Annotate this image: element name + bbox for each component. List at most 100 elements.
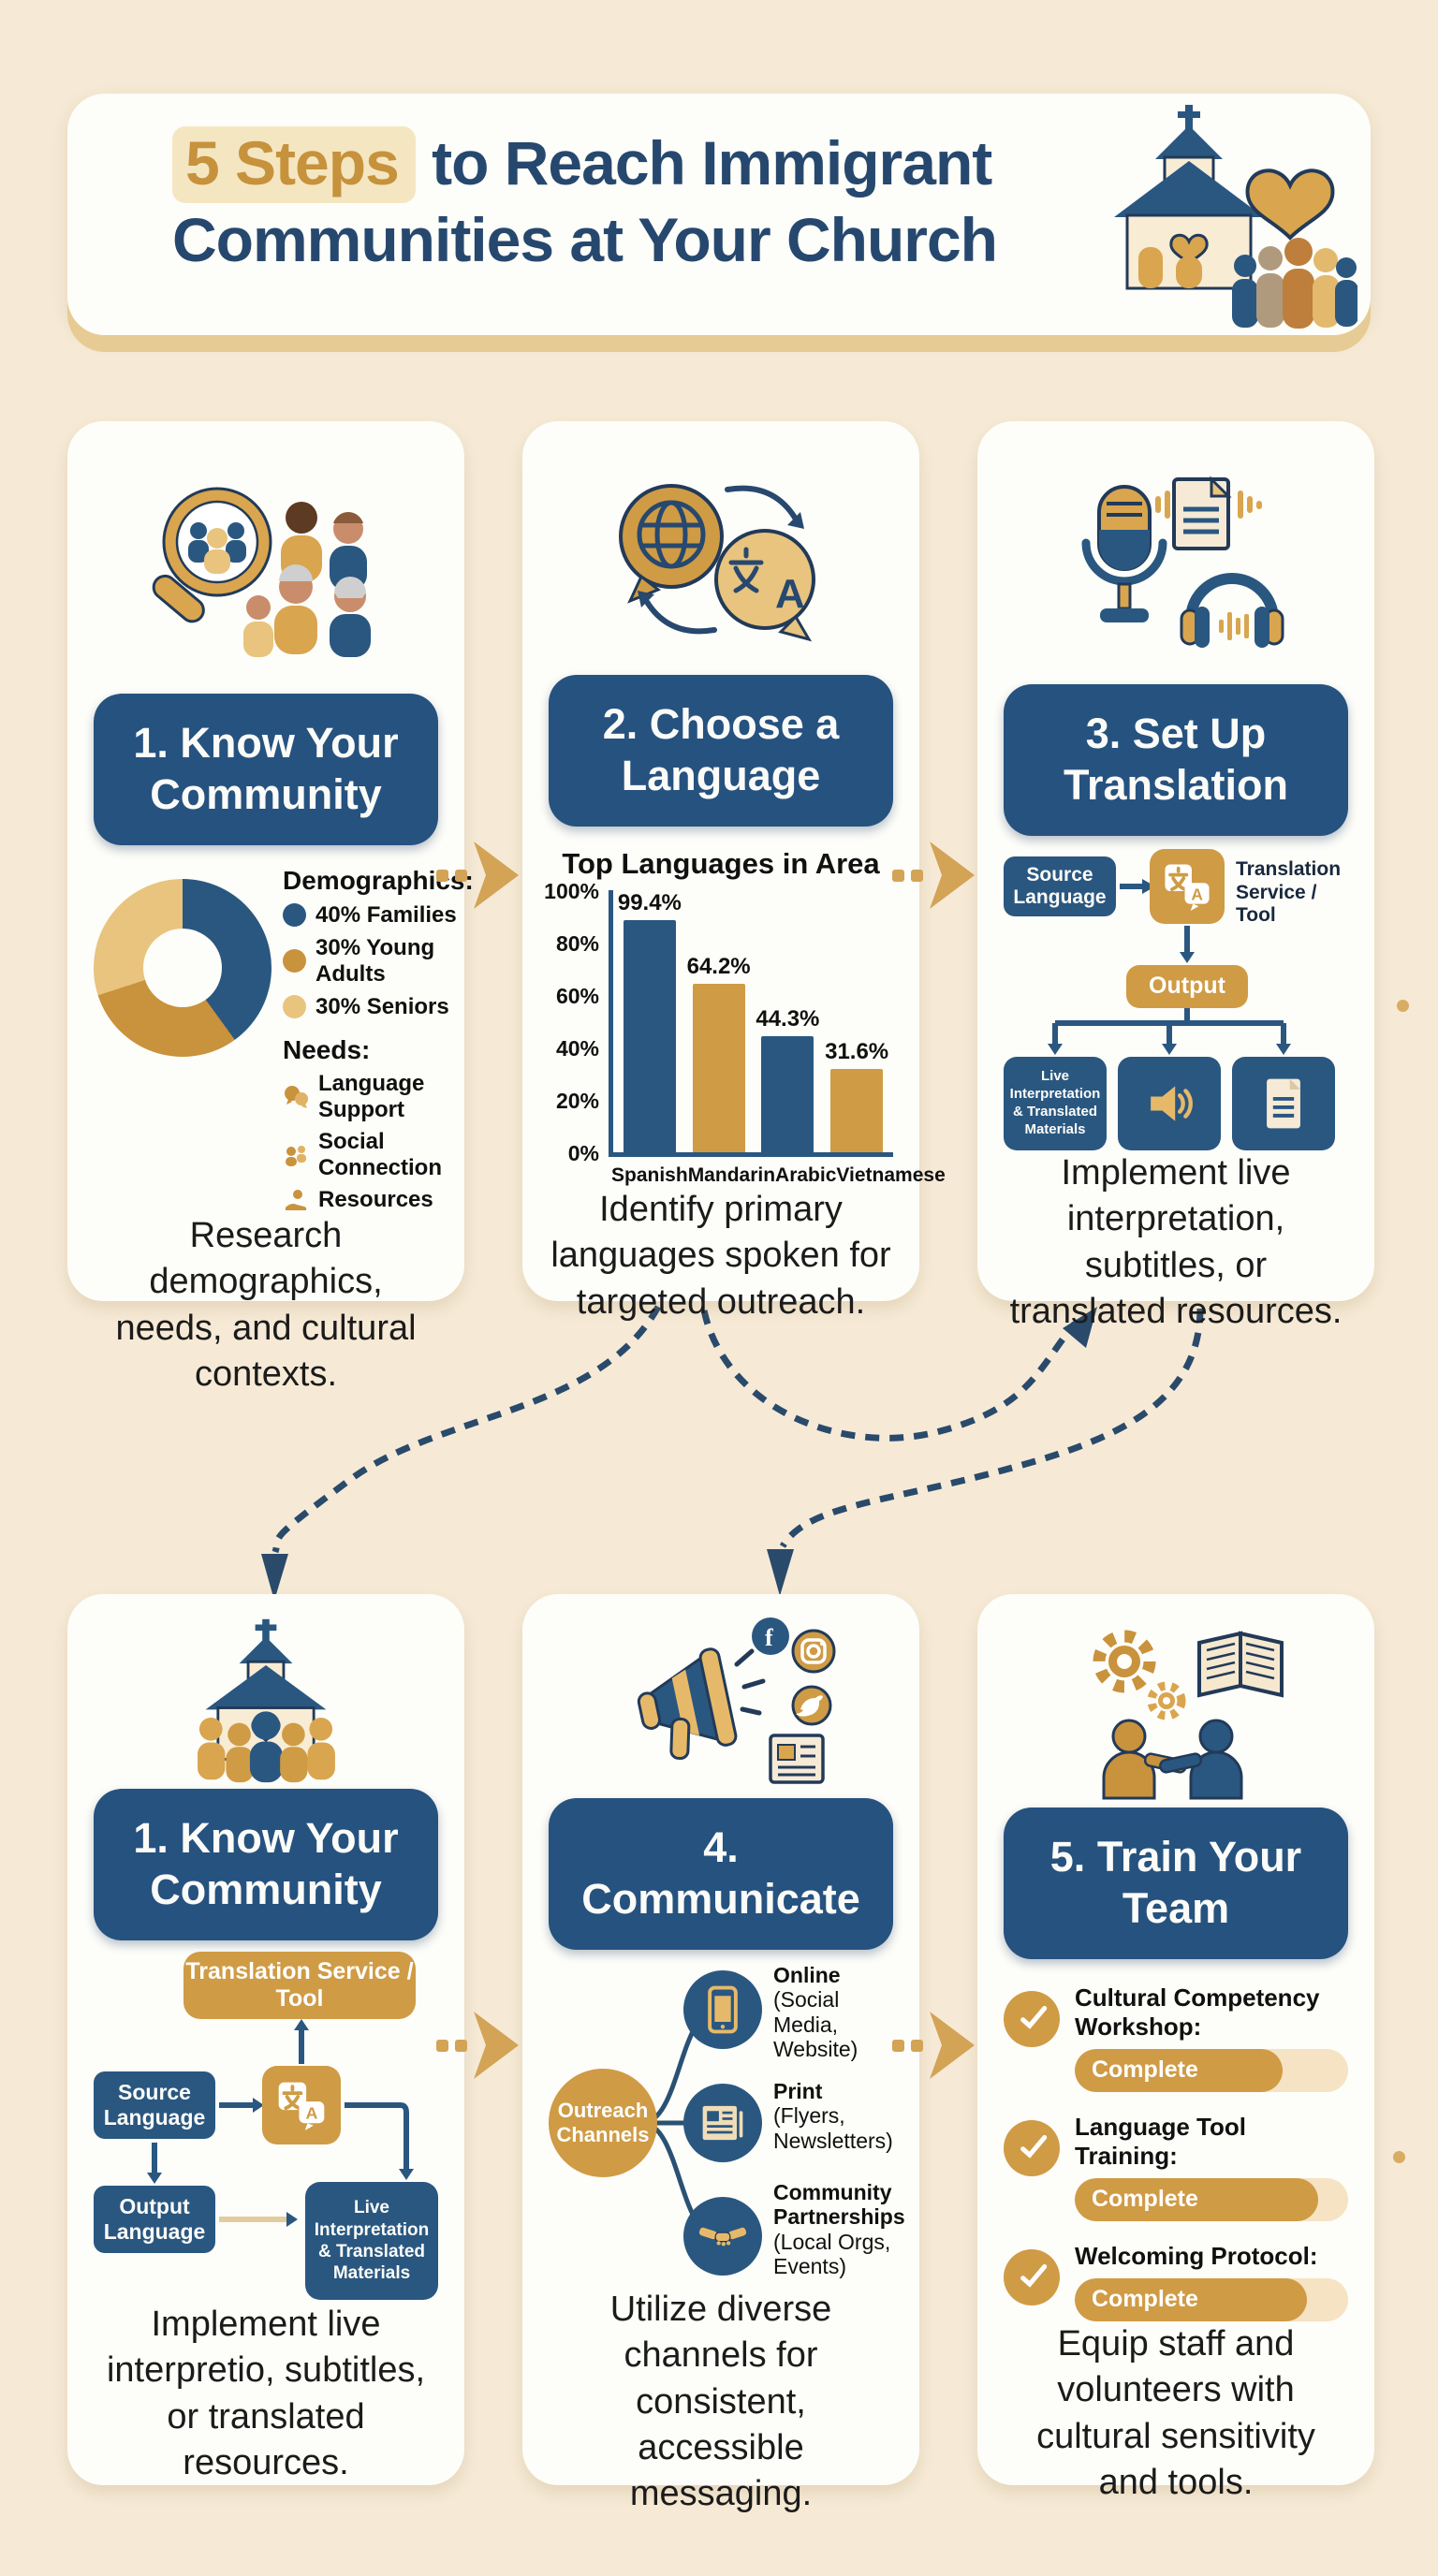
- globe-icon: [637, 500, 706, 569]
- church-community-illustration: [1114, 105, 1357, 329]
- bar-vietnamese: 31.6%: [824, 890, 889, 1152]
- speaker-icon: [1151, 1086, 1193, 1121]
- check-icon: [1004, 1990, 1060, 2047]
- channel-online: Online (Social Media, Website): [773, 1962, 858, 2062]
- people-group-icon: [1232, 238, 1357, 329]
- title-rest: to Reach Immigrant: [432, 128, 992, 198]
- progress-fill: Complete: [1075, 2177, 1318, 2221]
- community-research-icon: [94, 446, 438, 694]
- demographics-donut: [94, 878, 271, 1057]
- card-caption: Identify primary languages spoken for ta…: [550, 1189, 891, 1322]
- handshake-icon: [698, 2227, 747, 2247]
- check-icon: [1004, 2248, 1060, 2305]
- progress-track: Complete: [1075, 2177, 1348, 2221]
- flow-connectors: [147, 2018, 414, 2227]
- magnifier-icon: [152, 487, 272, 622]
- newspaper-icon: [769, 1734, 825, 1784]
- step-connector-arrow: [436, 841, 534, 910]
- checklist-item: Welcoming Protocol: Complete: [1004, 2242, 1348, 2321]
- megaphone-icon: [637, 1647, 738, 1761]
- progress-track: Complete: [1075, 2277, 1348, 2321]
- microphone-icon: [1081, 484, 1167, 622]
- bar-spanish: 99.4%: [617, 890, 682, 1152]
- decorative-dot: [1397, 1000, 1409, 1012]
- progress-track: Complete: [1075, 2048, 1348, 2092]
- title-highlight: 5 Steps: [172, 126, 416, 203]
- svg-text:A: A: [305, 2104, 317, 2123]
- card-caption: Implement live interpretation, subtitles…: [1009, 1152, 1343, 1331]
- sound-bars-icon: [1155, 490, 1262, 519]
- open-book-icon: [1197, 1630, 1284, 1698]
- helping-hand-icon: [286, 1189, 307, 1210]
- document-icon: [1267, 1078, 1300, 1129]
- live-interpretation-box: Live Interpretation & Translated Materia…: [1004, 1056, 1107, 1150]
- card-caption: Equip staff and volunteers with cultural…: [1036, 2323, 1315, 2502]
- source-language-box: Source Language: [94, 2071, 215, 2139]
- checklist-item: Language Tool Training: Complete: [1004, 2113, 1348, 2221]
- document-output-box: [1232, 1056, 1335, 1150]
- instagram-icon: [791, 1629, 836, 1674]
- demographics-panel: Demographics: 40% Families 30% Young Adu…: [94, 866, 474, 1213]
- family-group-icon: [243, 501, 371, 657]
- progress-fill: Complete: [1075, 2048, 1283, 2092]
- facebook-icon: [752, 1617, 789, 1655]
- step-title-6: 5. Train Your Team: [1004, 1808, 1348, 1959]
- church-congregation-icon: [198, 1618, 335, 1783]
- translation-flow-diagram: Source Language A Translation Service / …: [1004, 848, 1348, 1150]
- speech-bubbles-icon: [285, 1085, 308, 1108]
- card-choose-language: A 2. Choose a Language Top Languages in …: [522, 421, 946, 1322]
- card-caption: Research demographics, needs, and cultur…: [115, 1215, 417, 1394]
- service-tool-label: Translation Service / Tool: [1236, 857, 1342, 927]
- chevron-arrow-icon: [930, 842, 975, 909]
- gear-icon: [1147, 1681, 1186, 1720]
- flow-connectors: [1048, 878, 1291, 1055]
- check-icon: [1004, 2119, 1060, 2176]
- phone-icon: [708, 1985, 738, 2034]
- need-item: Social Connection: [283, 1129, 474, 1181]
- card-train-your-team: 5. Train Your Team Cultural Competency W…: [977, 1594, 1374, 2502]
- training-checklist: Cultural Competency Workshop: Complete L…: [1004, 1983, 1348, 2321]
- decorative-dot: [1393, 2151, 1405, 2163]
- title-line2: Communities at Your Church: [172, 204, 998, 274]
- outreach-hub: Outreach Channels: [549, 2068, 657, 2177]
- bar-mandarin: 64.2%: [686, 890, 752, 1152]
- translation-bubbles-icon: A: [619, 484, 815, 642]
- translate-icon: A: [1150, 848, 1225, 924]
- magnifier-people-icon: [152, 487, 371, 657]
- color-dot: [283, 903, 306, 928]
- svg-text:f: f: [765, 1624, 773, 1651]
- header-banner: 5 Steps to Reach Immigrant Communities a…: [67, 94, 1371, 335]
- training-icon: [1093, 1630, 1284, 1799]
- x-axis-labels: Spanish Mandarin Arabic Vietnamese: [611, 1164, 946, 1186]
- legend-item: 30% Seniors: [283, 994, 474, 1020]
- card-know-your-community: 1. Know Your Community Demographics: 40%…: [67, 421, 474, 1394]
- service-tool-box: Translation Service / Tool: [183, 1951, 416, 2019]
- audio-output-box: [1118, 1056, 1221, 1150]
- interpretation-audio-icon: [1081, 475, 1284, 648]
- channel-partnerships: Community Partnerships (Local Orgs, Even…: [773, 2179, 905, 2279]
- online-node: [683, 1969, 762, 2049]
- page-title: 5 Steps to Reach Immigrant Communities a…: [172, 125, 1165, 279]
- step-title-1: 1. Know Your Community: [94, 694, 438, 845]
- need-item: Resources: [283, 1187, 474, 1213]
- chevron-arrow-icon: [474, 842, 519, 909]
- step-title-3: 3. Set Up Translation: [1004, 684, 1348, 836]
- church-roof: [1114, 161, 1264, 217]
- need-item: Language Support: [283, 1071, 474, 1123]
- color-dot: [283, 949, 306, 973]
- languages-bar-chart: 100% 80% 60% 40% 20% 0% 99.4% 64.2% 44.3…: [544, 879, 946, 1187]
- document-icon: [1172, 475, 1232, 550]
- plot-area: 99.4% 64.2% 44.3% 31.6%: [609, 889, 893, 1157]
- headphones-icon: [1180, 572, 1284, 648]
- chevron-arrow-icon: [474, 2012, 519, 2079]
- svg-text:A: A: [775, 571, 805, 617]
- card-communicate: f 4. Communicate Outre: [522, 1594, 919, 2513]
- legend-item: 40% Families: [283, 902, 474, 929]
- bar-arabic: 44.3%: [755, 890, 820, 1152]
- translate-glyph: [728, 547, 764, 593]
- source-language-box: Source Language: [1004, 856, 1116, 916]
- card-setup-translation: 3. Set Up Translation Source Language: [977, 421, 1374, 1331]
- card-know-your-community-2: 1. Know Your Community Translation Servi…: [67, 1594, 464, 2485]
- card-caption: Utilize diverse channels for consistent,…: [609, 2289, 832, 2514]
- partnerships-node: [683, 2196, 762, 2276]
